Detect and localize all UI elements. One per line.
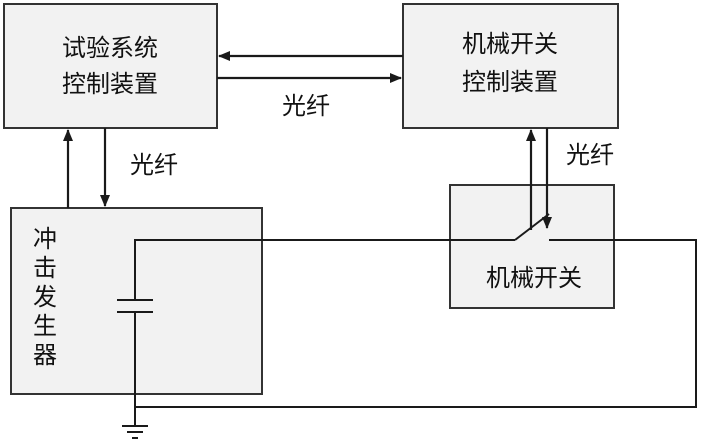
switch-blade [514, 213, 550, 241]
circuit-wire-return [135, 239, 697, 408]
fiber-label-left: 光纤 [130, 151, 178, 179]
test-control-label-line1: 试验系统 [62, 34, 158, 62]
mech-control-box [402, 3, 619, 129]
mech-control-block: 机械开关 控制装置 [402, 3, 619, 129]
test-control-block: 试验系统 控制装置 [3, 3, 218, 129]
mech-control-label-line1: 机械开关 [462, 30, 558, 58]
circuit-wire-top-left [134, 239, 515, 300]
impulse-generator-char-2: 击 [33, 254, 57, 282]
mech-switch-label: 机械开关 [486, 264, 582, 292]
impulse-generator-char-4: 生 [33, 312, 57, 340]
mech-control-label-line2: 控制装置 [462, 68, 558, 96]
impulse-generator-char-5: 器 [33, 341, 57, 369]
impulse-generator-char-3: 发 [33, 283, 57, 311]
test-control-box [3, 3, 218, 129]
fiber-label-top: 光纤 [282, 92, 330, 120]
impulse-generator-char-1: 冲 [33, 225, 57, 253]
test-control-label-line2: 控制装置 [62, 70, 158, 98]
power-circuit [134, 213, 697, 426]
capacitor-icon [117, 299, 153, 313]
ground-icon [122, 425, 148, 439]
fiber-label-right: 光纤 [566, 141, 614, 169]
